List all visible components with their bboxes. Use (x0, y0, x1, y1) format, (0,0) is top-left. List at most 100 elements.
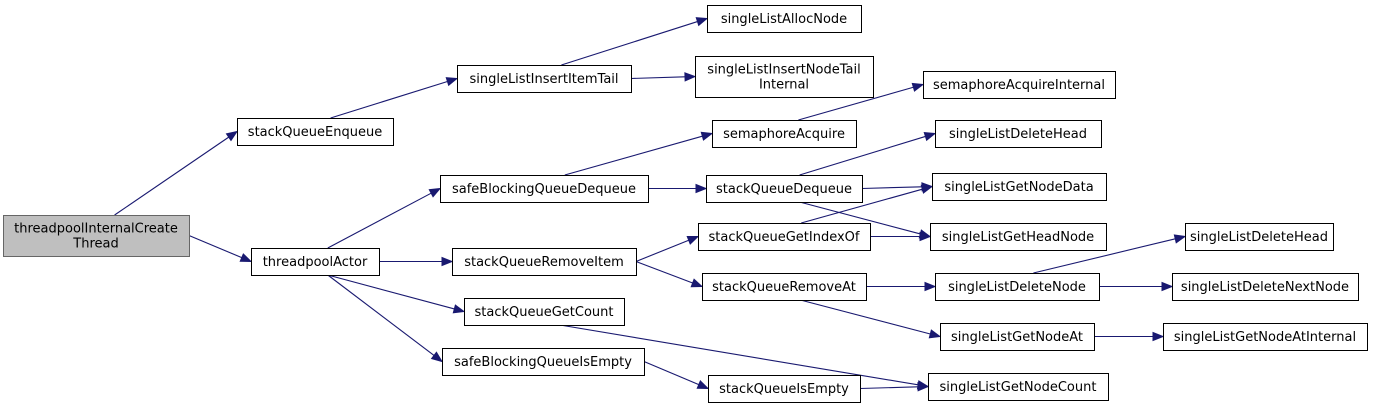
node-single-list-get-node-at[interactable]: singleListGetNodeAt (940, 323, 1095, 351)
node-label-line: Internal (759, 78, 809, 93)
svg-text:stackQueueGetCount: stackQueueGetCount (475, 305, 614, 320)
svg-text:stackQueueRemoveItem: stackQueueRemoveItem (464, 255, 624, 270)
node-stack-queue-remove-item[interactable]: stackQueueRemoveItem (452, 248, 637, 276)
edge-line (799, 201, 921, 235)
edge-line (643, 360, 699, 386)
svg-text:singleListGetNodeCount: singleListGetNodeCount (940, 380, 1097, 395)
node-label-line: stackQueueRemoveItem (464, 255, 624, 270)
arrowhead-icon (452, 304, 466, 314)
node-label-line: singleListAllocNode (721, 12, 847, 27)
svg-text:stackQueueIsEmpty: stackQueueIsEmpty (719, 382, 849, 397)
node-stack-queue-get-count[interactable]: stackQueueGetCount (464, 298, 625, 326)
svg-text:stackQueueGetIndexOf: stackQueueGetIndexOf (709, 230, 860, 245)
node-single-list-delete-head[interactable]: singleListDeleteHead (935, 120, 1102, 148)
edge-line (327, 274, 435, 356)
arrowhead-icon (928, 329, 942, 339)
arrowhead-icon (684, 72, 697, 82)
node-safe-blocking-queue-is-empty[interactable]: safeBlockingQueueIsEmpty (442, 348, 645, 376)
edge-line (561, 21, 698, 66)
edge-line (327, 274, 455, 310)
edge-line (635, 239, 689, 263)
node-label-line: singleListGetNodeData (944, 180, 1093, 195)
svg-text:safeBlockingQueueDequeue: safeBlockingQueueDequeue (452, 182, 636, 197)
arrowhead-icon (696, 380, 710, 390)
node-label-line: singleListGetNodeAt (951, 330, 1083, 345)
node-label-line: singleListInsertItemTail (469, 72, 618, 87)
node-threadpool-actor[interactable]: threadpoolActor (251, 248, 380, 276)
svg-text:stackQueueEnqueue: stackQueueEnqueue (248, 125, 382, 140)
svg-text:threadpoolActor: threadpoolActor (263, 255, 368, 270)
edge-line (564, 135, 703, 176)
node-stack-queue-remove-at[interactable]: stackQueueRemoveAt (702, 273, 867, 301)
node-single-list-get-node-count[interactable]: singleListGetNodeCount (928, 373, 1109, 401)
node-semaphore-acquire[interactable]: semaphoreAcquire (712, 120, 857, 148)
edge-line (327, 192, 432, 249)
node-label-line: stackQueueRemoveAt (712, 280, 856, 295)
svg-text:stackQueueDequeue: stackQueueDequeue (716, 182, 852, 197)
svg-text:stackQueueRemoveAt: stackQueueRemoveAt (712, 280, 856, 295)
arrowhead-icon (428, 187, 442, 198)
node-stack-queue-get-index-of[interactable]: stackQueueGetIndexOf (698, 223, 871, 251)
arrowhead-icon (441, 256, 454, 267)
svg-text:singleListGetNodeData: singleListGetNodeData (944, 180, 1093, 195)
svg-text:singleListAllocNode: singleListAllocNode (721, 12, 847, 27)
node-label-line: threadpoolActor (263, 255, 368, 270)
svg-text:singleListDeleteNode: singleListDeleteNode (948, 280, 1086, 295)
node-safe-blocking-queue-dequeue[interactable]: safeBlockingQueueDequeue (440, 175, 649, 203)
arrowhead-icon (239, 253, 253, 263)
svg-text:semaphoreAcquireInternal: semaphoreAcquireInternal (933, 78, 1105, 93)
node-label-line: stackQueueDequeue (716, 182, 852, 197)
node-stack-queue-is-empty[interactable]: stackQueueIsEmpty (708, 375, 861, 403)
arrowhead-icon (445, 77, 459, 87)
node-label-line: Thread (72, 237, 118, 252)
node-label-line: singleListDeleteHead (1190, 230, 1328, 245)
node-label-line: singleListInsertNodeTail (707, 63, 860, 78)
arrowhead-icon (1173, 234, 1187, 244)
node-label-line: stackQueueGetCount (475, 305, 614, 320)
node-stack-queue-dequeue[interactable]: stackQueueDequeue (706, 175, 863, 203)
arrowhead-icon (695, 183, 708, 194)
arrowhead-icon (1152, 331, 1165, 342)
node-label-line: safeBlockingQueueIsEmpty (454, 355, 632, 370)
node-single-list-get-node-at-internal[interactable]: singleListGetNodeAtInternal (1163, 323, 1368, 351)
node-semaphore-acquire-internal[interactable]: semaphoreAcquireInternal (923, 71, 1116, 99)
arrowhead-icon (920, 184, 934, 194)
node-stack-queue-enqueue[interactable]: stackQueueEnqueue (237, 118, 394, 146)
arrowhead-icon (430, 351, 444, 363)
edges-layer (114, 17, 1187, 392)
edge-line (114, 136, 230, 216)
edge-line (798, 86, 914, 121)
node-single-list-insert-item-tail[interactable]: singleListInsertItemTail (457, 65, 632, 93)
arrowhead-icon (924, 281, 937, 292)
node-label-line: singleListGetHeadNode (942, 230, 1094, 245)
node-label-line: singleListDeleteNode (948, 280, 1086, 295)
arrowhead-icon (225, 130, 239, 142)
arrowhead-icon (686, 235, 700, 245)
node-label-line: stackQueueGetIndexOf (709, 230, 860, 245)
svg-text:singleListDeleteNextNode: singleListDeleteNextNode (1181, 280, 1349, 295)
edge-line (188, 234, 242, 259)
arrowhead-icon (923, 132, 937, 142)
arrowhead-icon (919, 231, 932, 242)
edge-line (330, 80, 448, 119)
svg-text:semaphoreAcquire: semaphoreAcquire (723, 127, 845, 142)
node-single-list-alloc-node[interactable]: singleListAllocNode (707, 5, 862, 33)
node-single-list-get-node-data[interactable]: singleListGetNodeData (932, 173, 1107, 201)
node-single-list-delete-node[interactable]: singleListDeleteNode (935, 273, 1100, 301)
edge-line (801, 188, 923, 224)
node-single-list-get-head-node[interactable]: singleListGetHeadNode (930, 223, 1107, 251)
node-label-line: singleListDeleteNextNode (1181, 280, 1349, 295)
arrowhead-icon (1161, 281, 1174, 292)
node-label-line: singleListGetNodeAtInternal (1174, 330, 1356, 345)
svg-text:singleListInsertItemTail: singleListInsertItemTail (469, 72, 618, 87)
node-single-list-delete-next-node[interactable]: singleListDeleteNextNode (1172, 273, 1359, 301)
svg-text:safeBlockingQueueIsEmpty: safeBlockingQueueIsEmpty (454, 355, 632, 370)
edge-line (630, 76, 686, 80)
svg-text:singleListGetNodeAtInternal: singleListGetNodeAtInternal (1174, 330, 1356, 345)
node-single-list-delete-head-2[interactable]: singleListDeleteHead (1185, 223, 1334, 251)
